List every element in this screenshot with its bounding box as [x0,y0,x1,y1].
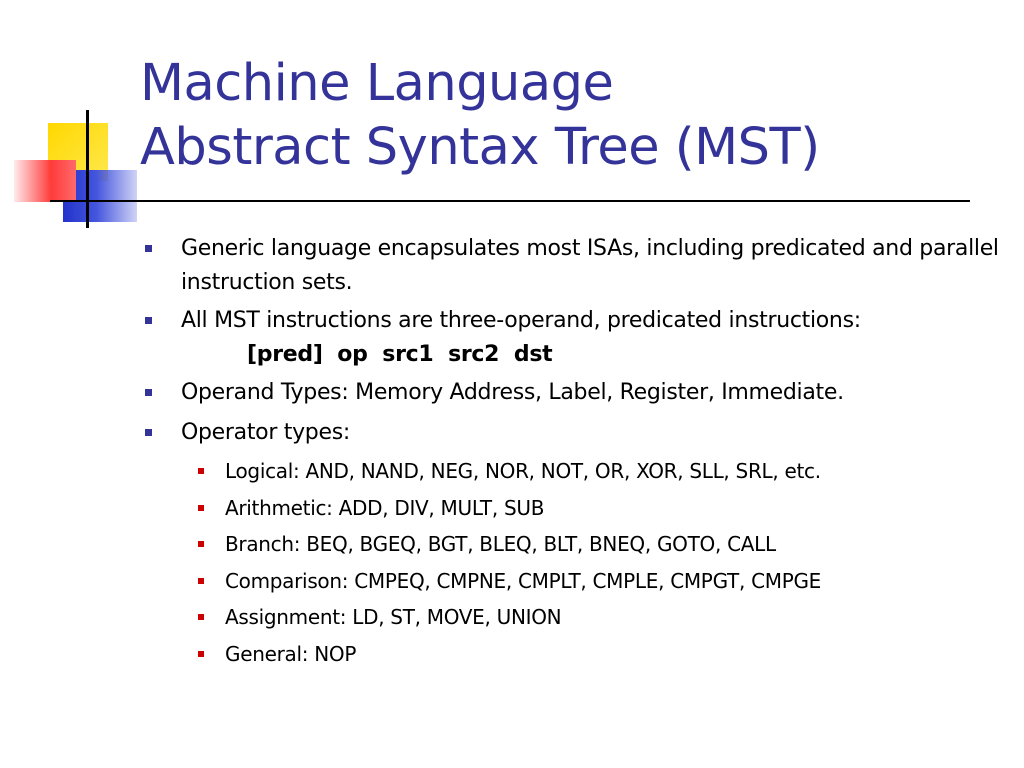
sub-bullet-item-general: General: NOP [181,639,1005,669]
bullet-list: Generic language encapsulates most ISAs,… [145,232,1005,669]
small-square-bullet-icon [198,504,204,511]
small-square-bullet-icon [198,650,204,657]
bullet-text: Operator types: [181,420,350,445]
small-square-bullet-icon [198,541,204,547]
square-bullet-icon [145,317,152,324]
small-square-bullet-icon [198,614,204,620]
decorative-red-square [14,160,76,202]
sub-bullet-item-comparison: Comparison: CMPEQ, CMPNE, CMPLT, CMPLE, … [181,566,1005,596]
sub-bullet-text: Arithmetic: ADD, DIV, MULT, SUB [225,495,545,520]
sub-bullet-text: Assignment: LD, ST, MOVE, UNION [225,605,562,629]
slide-title-line-2: Abstract Syntax Tree (MST) [140,118,820,177]
bullet-item-generic-language: Generic language encapsulates most ISAs,… [145,232,1005,300]
small-square-bullet-icon [198,468,204,474]
title-divider-line [50,200,970,202]
sub-bullet-item-logical: Logical: AND, NAND, NEG, NOR, NOT, OR, X… [181,456,1005,486]
bullet-text: All MST instructions are three-operand, … [181,308,861,333]
square-bullet-icon [145,389,152,396]
bullet-text: Operand Types: Memory Address, Label, Re… [181,380,844,405]
slide-title-line-1: Machine Language [140,54,614,113]
decorative-vertical-line [86,110,89,228]
slide-title: Machine Language Abstract Syntax Tree (M… [140,52,1000,180]
sub-bullet-item-branch: Branch: BEQ, BGEQ, BGT, BLEQ, BLT, BNEQ,… [181,529,1005,559]
instruction-format-code: [pred] op src1 src2 dst [247,342,553,367]
bullet-item-operator-types: Operator types: Logical: AND, NAND, NEG,… [145,416,1005,669]
bullet-text: Generic language encapsulates most ISAs,… [181,236,999,295]
sub-bullet-text: Branch: BEQ, BGEQ, BGT, BLEQ, BLT, BNEQ,… [225,532,776,556]
square-bullet-icon [145,245,152,252]
sub-bullet-text: Logical: AND, NAND, NEG, NOR, NOT, OR, X… [225,459,821,483]
bullet-item-operand-types: Operand Types: Memory Address, Label, Re… [145,376,1005,410]
sub-bullet-text: Comparison: CMPEQ, CMPNE, CMPLT, CMPLE, … [225,568,822,593]
bullet-item-three-operand: All MST instructions are three-operand, … [145,304,1005,372]
sub-bullet-text: General: NOP [225,641,357,666]
sub-bullet-item-arithmetic: Arithmetic: ADD, DIV, MULT, SUB [181,493,1005,523]
square-bullet-icon [145,429,152,436]
sub-bullet-item-assignment: Assignment: LD, ST, MOVE, UNION [181,602,1005,632]
slide-body: Generic language encapsulates most ISAs,… [145,232,1005,675]
operator-types-sublist: Logical: AND, NAND, NEG, NOR, NOT, OR, X… [181,456,1005,669]
small-square-bullet-icon [198,577,204,584]
